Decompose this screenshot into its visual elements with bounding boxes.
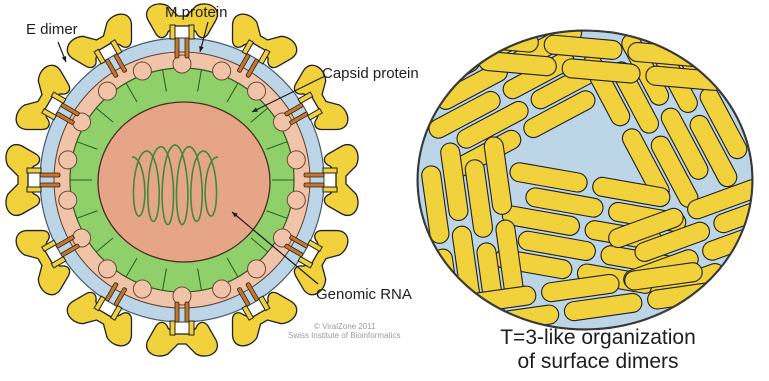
genome-core bbox=[98, 102, 270, 262]
m-protein bbox=[175, 302, 179, 322]
e-dimer bbox=[6, 145, 41, 216]
label-e-dimer: E dimer bbox=[26, 22, 78, 37]
label-capsid-protein: Capsid protein bbox=[322, 66, 419, 81]
lipid-bulb bbox=[273, 229, 291, 247]
lipid-bulb bbox=[213, 280, 231, 298]
lipid-bulb bbox=[287, 151, 305, 169]
e-stem bbox=[27, 168, 41, 173]
e-dimer-body bbox=[6, 145, 40, 216]
lipid-bulb bbox=[59, 151, 77, 169]
caption: T=3-like organization of surface dimers bbox=[468, 326, 728, 373]
m-protein bbox=[175, 38, 179, 58]
lipid-bulb bbox=[133, 62, 151, 80]
lipid-bulb bbox=[73, 113, 91, 131]
virion-surface-view bbox=[405, 0, 769, 336]
e-dimer-body bbox=[147, 322, 218, 356]
e-dimer-body bbox=[324, 145, 358, 216]
e-stem bbox=[170, 25, 175, 39]
m-protein bbox=[185, 38, 189, 58]
e-stem bbox=[189, 25, 194, 39]
label-genomic-rna: Genomic RNA bbox=[316, 287, 412, 302]
pointer-e-dimer-head bbox=[62, 56, 66, 62]
credit-line-1: © ViralZone 2011 bbox=[288, 322, 400, 331]
e-stem bbox=[323, 168, 337, 173]
credit-line-2: Swiss Institute of Bioinformatics bbox=[288, 331, 400, 340]
lipid-bulb bbox=[98, 260, 116, 278]
caption-line-1: T=3-like organization bbox=[468, 326, 728, 350]
e-stem bbox=[27, 187, 41, 192]
lipid-bulb bbox=[273, 113, 291, 131]
lipid-bulb bbox=[59, 191, 77, 209]
m-protein bbox=[40, 173, 60, 177]
virion-cross-section bbox=[6, 4, 358, 356]
m-protein bbox=[304, 183, 324, 187]
e-dimer bbox=[323, 145, 358, 216]
e-stem bbox=[323, 187, 337, 192]
e-dimer bbox=[147, 321, 218, 356]
label-m-protein: M protein bbox=[165, 5, 228, 20]
e-stem bbox=[189, 321, 194, 335]
credit-text: © ViralZone 2011 Swiss Institute of Bioi… bbox=[288, 322, 400, 340]
lipid-bulb bbox=[98, 82, 116, 100]
lipid-bulb bbox=[248, 82, 266, 100]
lipid-bulb bbox=[287, 191, 305, 209]
m-protein bbox=[185, 302, 189, 322]
lipid-bulb bbox=[248, 260, 266, 278]
lipid-bulb bbox=[133, 280, 151, 298]
caption-line-2: of surface dimers bbox=[468, 350, 728, 374]
lipid-bulb bbox=[73, 229, 91, 247]
m-protein bbox=[40, 183, 60, 187]
lipid-bulb bbox=[213, 62, 231, 80]
e-stem bbox=[170, 321, 175, 335]
m-protein bbox=[304, 173, 324, 177]
